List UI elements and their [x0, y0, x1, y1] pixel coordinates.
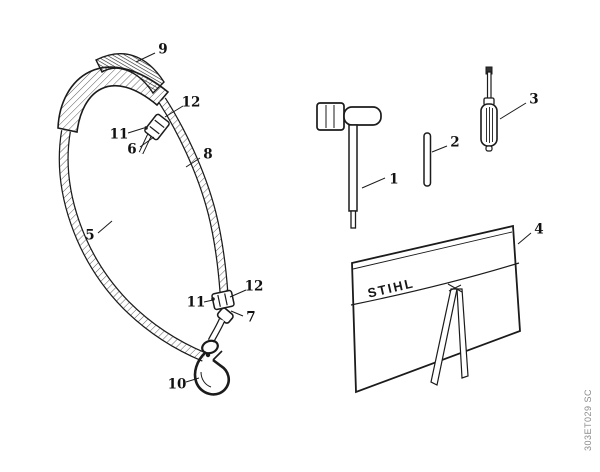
- pad-band: [57, 66, 170, 133]
- callout-5: 5: [85, 227, 95, 244]
- lower-slider-buckle: [211, 289, 235, 311]
- callout-3: 3: [529, 91, 539, 108]
- callout-9: 9: [158, 41, 168, 58]
- snap-hook-assembly: [193, 318, 231, 396]
- screwdriver-handle: [480, 103, 498, 147]
- shoulder-pad: [57, 53, 170, 133]
- pouch-tie-left: [430, 288, 458, 386]
- callout-6: 6: [127, 141, 137, 158]
- wrench-socket: [316, 102, 345, 131]
- callout-1: 1: [389, 171, 399, 188]
- upper-slider-buckle: [144, 113, 170, 141]
- callout-7: 7: [246, 309, 256, 326]
- wrench-handle: [343, 106, 382, 126]
- wrench-shaft: [348, 124, 358, 212]
- pouch-tie-knot: [447, 283, 463, 293]
- callout-11-lower: 11: [186, 294, 206, 311]
- callout-10: 10: [167, 376, 187, 393]
- screwdriver-blade: [486, 71, 492, 101]
- tool-pouch: [350, 224, 521, 394]
- callout-12-lower: 12: [244, 278, 264, 295]
- screwdriver: [480, 66, 498, 152]
- drawing-code: 303ET029 SC: [583, 388, 593, 452]
- left-strap: [58, 130, 206, 362]
- hook-pivot: [205, 352, 211, 358]
- hook-body: [193, 351, 231, 396]
- leader-lines: [97, 52, 532, 383]
- callout-8: 8: [203, 146, 213, 163]
- callout-11-upper: 11: [109, 126, 129, 143]
- pin-rod: [423, 132, 432, 187]
- hook-gate: [212, 350, 223, 361]
- hook-ring: [201, 339, 219, 355]
- callout-2: 2: [450, 134, 460, 151]
- pouch-top-crease: [352, 231, 513, 270]
- pad-sleeve: [95, 53, 165, 95]
- wrench-tip: [350, 210, 357, 229]
- strap-loop: [216, 307, 234, 324]
- pouch-flap-edge: [350, 262, 520, 306]
- pouch-tie-right: [456, 288, 469, 379]
- upper-slider-pin: [144, 126, 148, 130]
- callout-12-upper: 12: [181, 94, 201, 111]
- t-wrench: [316, 102, 382, 229]
- callout-4: 4: [534, 221, 544, 238]
- pouch-outline: [351, 224, 521, 394]
